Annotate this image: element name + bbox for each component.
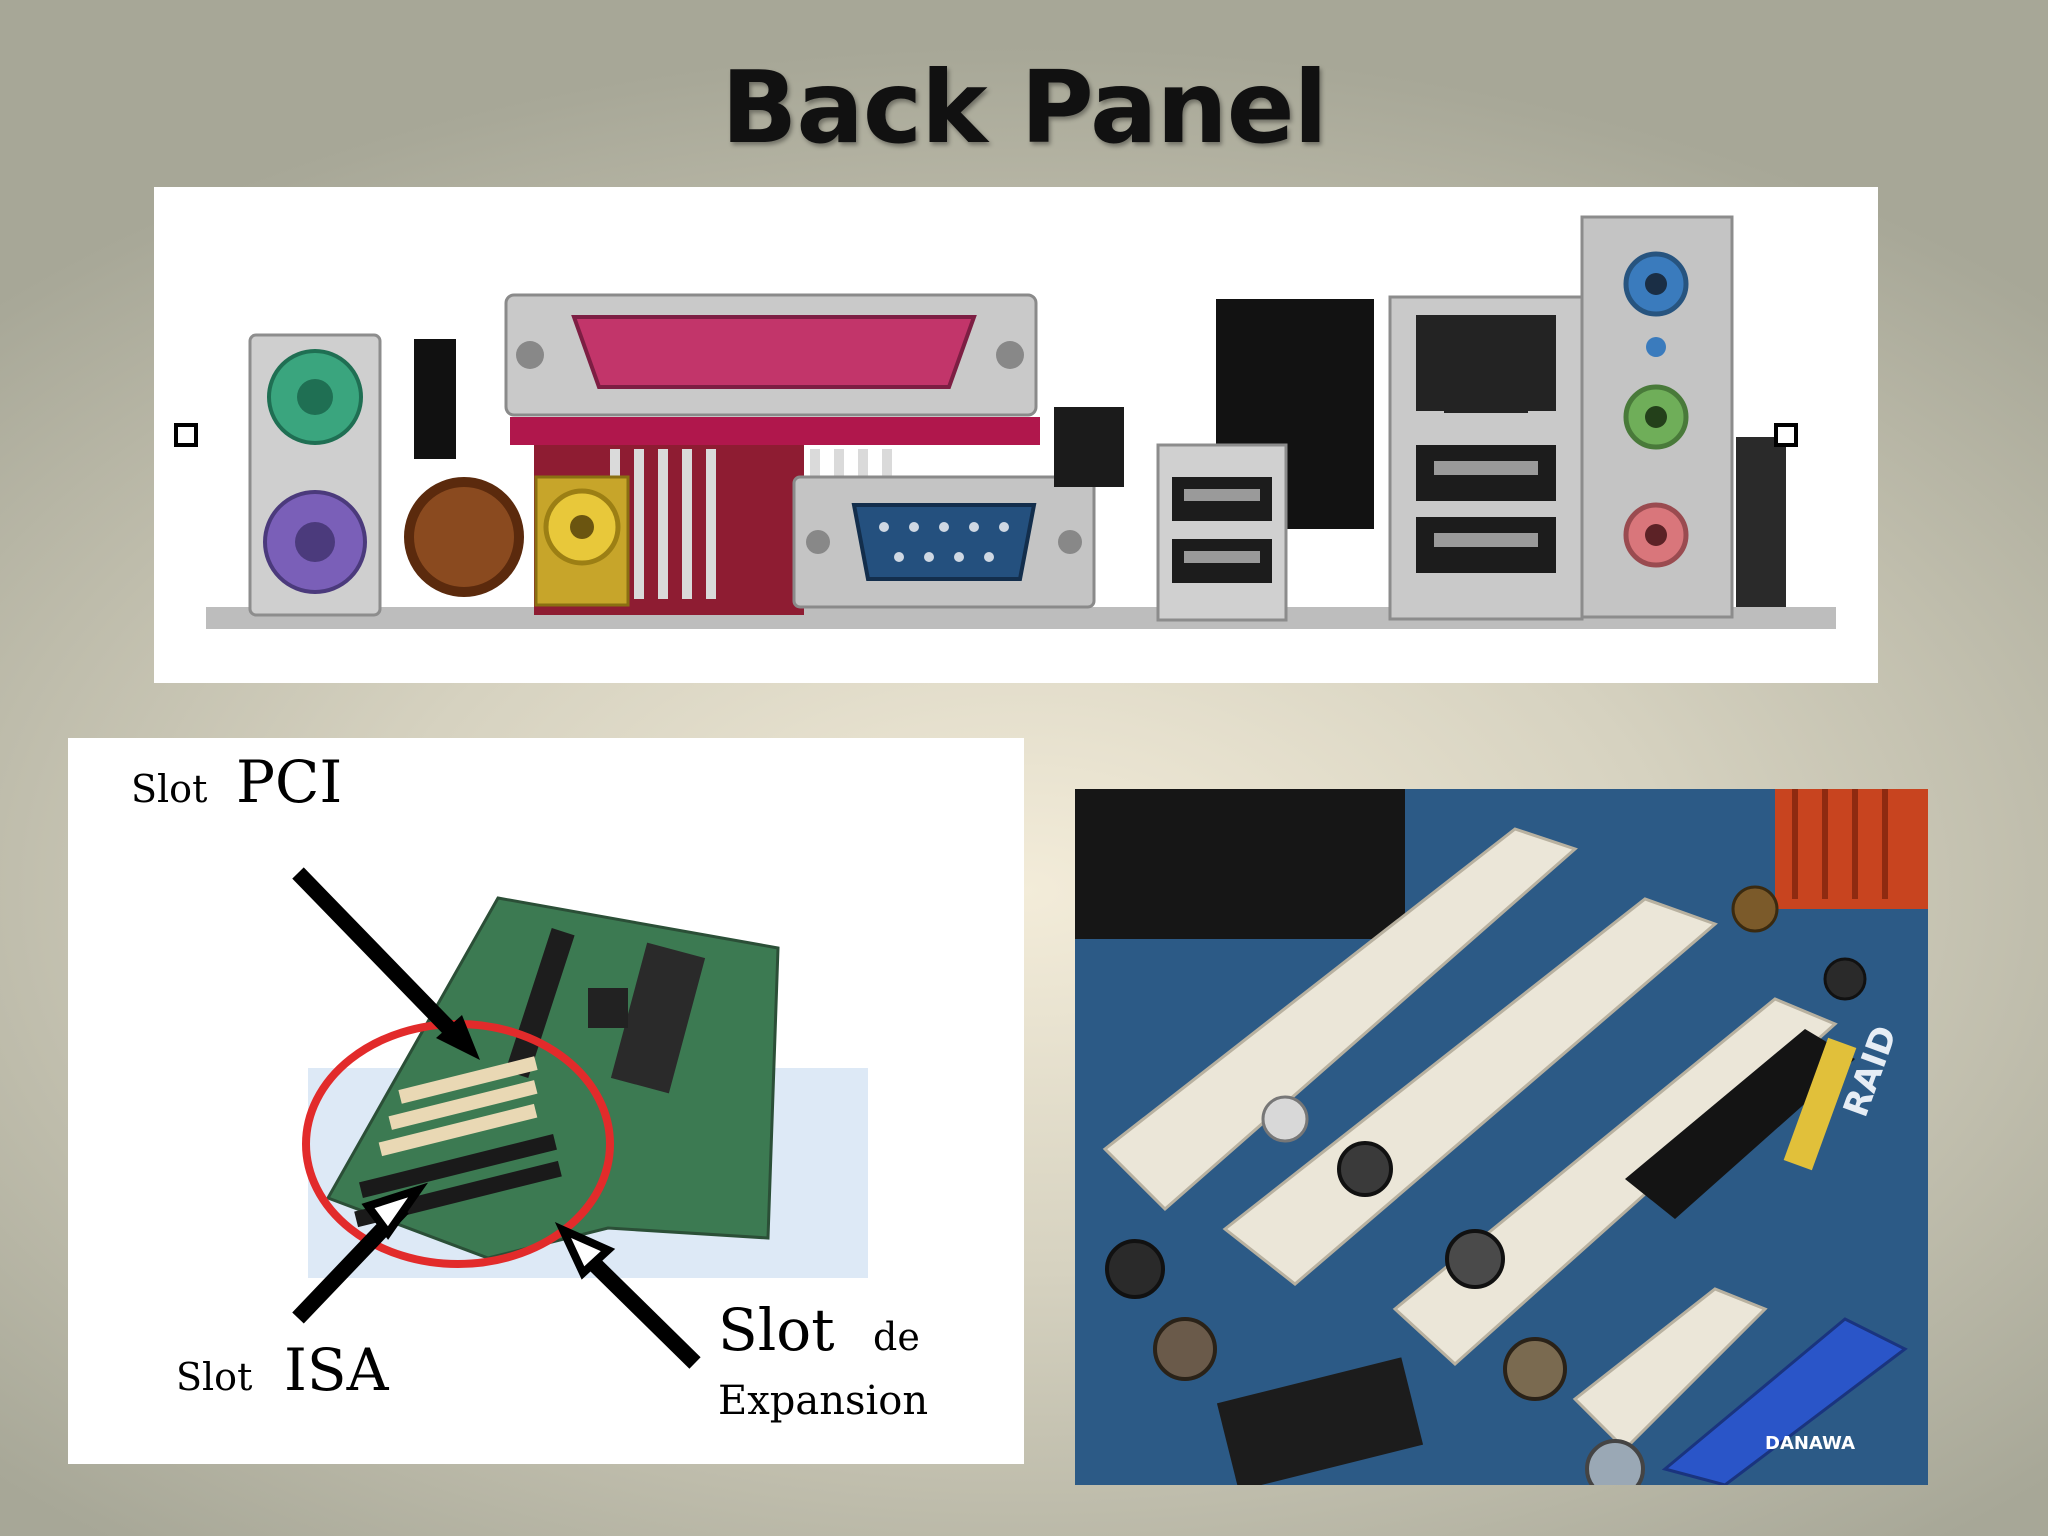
pcie-slot bbox=[1661, 1317, 1908, 1485]
selection-handle-right[interactable] bbox=[1774, 423, 1798, 447]
label-isa-prefix: Slot bbox=[176, 1355, 252, 1399]
expansion-slots-photo: RAID DANAWA bbox=[1075, 789, 1928, 1485]
parallel-port bbox=[504, 293, 1040, 445]
slide-title: Back Panel bbox=[721, 49, 1328, 166]
ps2-ports bbox=[248, 333, 382, 617]
label-pci: PCI bbox=[236, 748, 342, 816]
label-expansion-prefix: Slot bbox=[718, 1296, 835, 1364]
arrow-expansion bbox=[572, 1242, 701, 1369]
capacitors bbox=[1105, 885, 1867, 1485]
selection-handle-left[interactable] bbox=[174, 423, 198, 447]
chipset-heatsink bbox=[1775, 789, 1928, 909]
inductor-coil bbox=[404, 477, 524, 597]
pci-slots bbox=[378, 1056, 538, 1157]
serial-port bbox=[792, 475, 1096, 609]
watermark-danawa: DANAWA bbox=[1765, 1433, 1855, 1454]
ic-chip bbox=[1216, 1357, 1424, 1485]
ide-connector bbox=[1625, 1029, 1855, 1219]
label-pci-prefix: Slot bbox=[131, 767, 207, 811]
lan-usb-ports bbox=[1388, 295, 1584, 621]
arrow-pci bbox=[292, 867, 469, 1049]
usb-ports-left bbox=[1156, 443, 1288, 622]
slots-diagram-image: Slot PCI Slot ISA Slot de Expansion bbox=[68, 738, 1024, 1464]
label-expansion-de: de bbox=[873, 1315, 920, 1359]
cpu-heatsink bbox=[1075, 789, 1405, 939]
back-panel-image bbox=[154, 187, 1878, 683]
audio-jacks bbox=[1580, 215, 1734, 619]
label-expansion-line2: Expansion bbox=[718, 1378, 928, 1424]
label-isa: ISA bbox=[284, 1336, 390, 1404]
